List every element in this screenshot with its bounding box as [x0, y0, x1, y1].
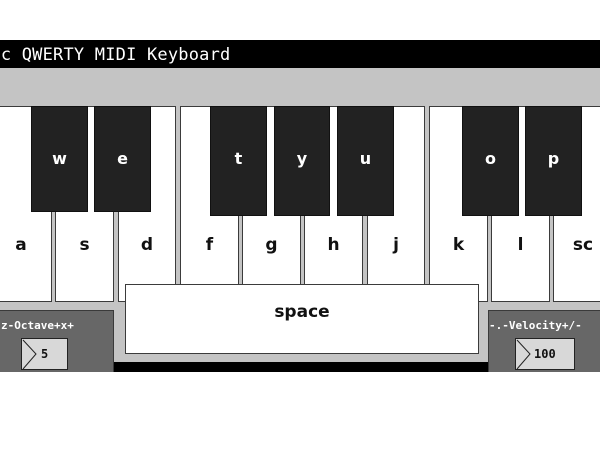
- space-key[interactable]: space: [125, 284, 479, 354]
- space-key-label: space: [274, 302, 330, 322]
- key-label: a: [15, 235, 27, 255]
- keyboard-panel: a s d f g h j k l sc w e t y u o p z-Oct…: [0, 68, 600, 372]
- key-label: y: [296, 149, 308, 168]
- velocity-label: -.-Velocity+/-: [489, 319, 582, 332]
- key-label: p: [547, 149, 560, 168]
- black-key-y[interactable]: y: [274, 106, 330, 216]
- octave-value: 5: [41, 347, 49, 361]
- number-arrow-icon: [22, 339, 37, 370]
- key-label: f: [205, 235, 214, 255]
- black-key-o[interactable]: o: [462, 106, 519, 216]
- octave-label: z-Octave+x+: [1, 319, 74, 332]
- key-label: w: [52, 149, 67, 168]
- number-arrow-icon: [516, 339, 531, 370]
- velocity-control: -.-Velocity+/- 100: [488, 310, 600, 372]
- key-label: d: [140, 235, 154, 255]
- key-label: k: [452, 235, 465, 255]
- window-title: sic QWERTY MIDI Keyboard: [0, 45, 231, 65]
- key-label: j: [393, 235, 399, 255]
- key-label: l: [517, 235, 524, 255]
- octave-control: z-Octave+x+ 5: [0, 310, 114, 372]
- octave-number-box[interactable]: 5: [21, 338, 68, 370]
- black-key-e[interactable]: e: [94, 106, 151, 212]
- key-label: t: [234, 149, 243, 168]
- velocity-number-box[interactable]: 100: [515, 338, 575, 370]
- key-label: g: [265, 235, 278, 255]
- key-label: o: [485, 149, 496, 168]
- black-key-w[interactable]: w: [31, 106, 88, 212]
- title-bar: sic QWERTY MIDI Keyboard: [0, 40, 600, 69]
- key-label: h: [327, 235, 340, 255]
- key-label: s: [79, 235, 90, 255]
- key-label: e: [117, 149, 128, 168]
- black-key-u[interactable]: u: [337, 106, 394, 216]
- key-label: sc: [572, 235, 594, 255]
- black-key-p[interactable]: p: [525, 106, 582, 216]
- key-label: u: [359, 149, 372, 168]
- black-key-t[interactable]: t: [210, 106, 267, 216]
- velocity-value: 100: [534, 347, 556, 361]
- keyboard-window: sic QWERTY MIDI Keyboard a s d f g h j k…: [0, 40, 600, 372]
